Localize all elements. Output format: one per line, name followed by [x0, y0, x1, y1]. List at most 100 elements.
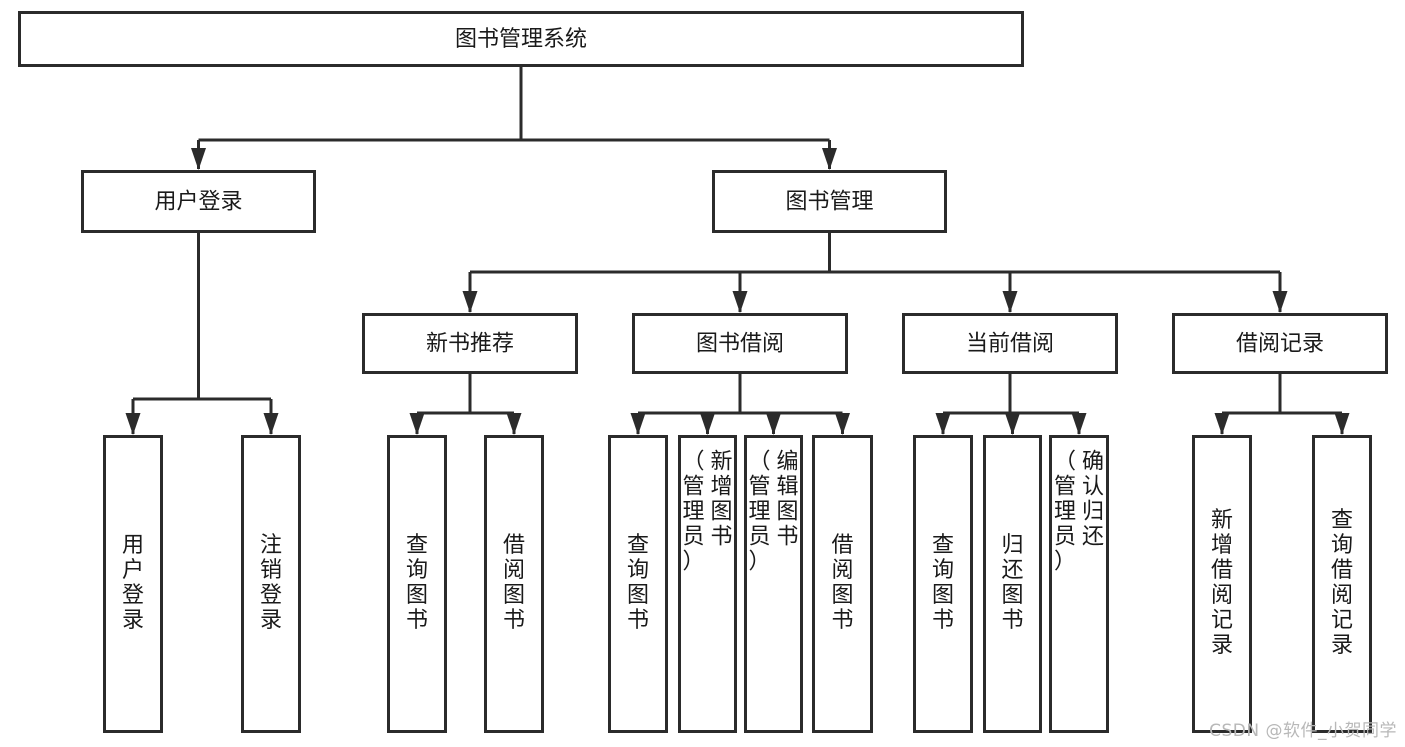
node-label-leaf-add-borrow-record: 记	[1211, 608, 1233, 633]
node-label-leaf-return-book: 图	[1001, 583, 1023, 608]
node-label-leaf-add-book: ）	[682, 550, 704, 575]
node-label-leaf-borrow-book: 阅	[831, 558, 853, 583]
node-label-new-book-recommend: 新书推荐	[426, 332, 514, 357]
node-label-leaf-edit-book: （	[748, 450, 770, 475]
node-label-leaf-logout: 销	[260, 558, 282, 583]
node-current-borrow[interactable]: 当前借阅	[902, 313, 1118, 374]
node-book-management[interactable]: 图书管理	[712, 170, 947, 233]
node-label-leaf-query-book-recommend: 书	[406, 608, 428, 633]
node-label-leaf-query-book-borrow: 书	[627, 608, 649, 633]
edge-arrowhead	[630, 413, 646, 435]
node-label-leaf-add-borrow-record: 新	[1211, 508, 1233, 533]
node-label-leaf-add-book: 书	[710, 525, 732, 550]
node-label-leaf-user-login: 用	[122, 533, 144, 558]
node-box-current-borrow	[902, 313, 1118, 374]
node-new-book-recommend[interactable]: 新书推荐	[362, 313, 578, 374]
edge-arrowhead	[263, 413, 279, 435]
edge-arrowhead	[835, 413, 850, 435]
node-label-leaf-borrow-book: 图	[831, 583, 853, 608]
node-box-leaf-query-borrow-record	[1312, 435, 1372, 733]
node-borrow-record[interactable]: 借阅记录	[1172, 313, 1388, 374]
node-label-leaf-query-book-recommend: 图	[406, 583, 428, 608]
node-box-leaf-query-book-borrow	[608, 435, 668, 733]
node-label-leaf-confirm-return: 还	[1082, 525, 1104, 550]
node-label-leaf-query-borrow-record: 借	[1331, 558, 1353, 583]
node-label-leaf-confirm-return: ）	[1054, 550, 1076, 575]
node-label-leaf-query-borrow-record: 记	[1331, 608, 1353, 633]
node-box-book-management	[712, 170, 947, 233]
node-label-user-login: 用户登录	[154, 190, 242, 215]
node-label-leaf-return-book: 还	[1001, 558, 1023, 583]
node-label-leaf-confirm-return: 理	[1054, 500, 1076, 525]
node-label-leaf-edit-book: ）	[748, 550, 770, 575]
node-label-leaf-add-book: 员	[682, 525, 704, 550]
node-box-root	[18, 11, 1024, 67]
edge-arrowhead	[462, 291, 478, 313]
node-box-leaf-confirm-return	[1049, 435, 1109, 733]
node-label-leaf-add-borrow-record: 借	[1211, 558, 1233, 583]
node-label-leaf-query-book-current: 图	[932, 583, 954, 608]
edge-arrowhead	[1334, 413, 1350, 435]
node-label-leaf-add-book: 管	[682, 475, 704, 500]
edge-arrowhead	[822, 148, 837, 170]
node-root[interactable]: 图书管理系统	[18, 11, 1024, 67]
node-label-leaf-borrow-book-recommend: 阅	[503, 558, 525, 583]
node-label-book-management: 图书管理	[785, 190, 873, 215]
node-label-leaf-return-book: 归	[1001, 533, 1023, 558]
node-box-user-login	[81, 170, 316, 233]
node-label-leaf-borrow-book: 借	[831, 533, 853, 558]
node-label-leaf-confirm-return: 管	[1054, 475, 1076, 500]
node-label-leaf-add-book: 新	[710, 450, 732, 475]
edge-arrowhead	[700, 413, 715, 435]
edge-arrowhead	[1005, 413, 1020, 435]
node-label-leaf-query-book-borrow: 图	[627, 583, 649, 608]
node-label-leaf-add-book: （	[682, 450, 704, 475]
node-label-leaf-query-book-recommend: 查	[406, 533, 428, 558]
node-label-leaf-confirm-return: 确	[1082, 450, 1104, 475]
node-book-borrow[interactable]: 图书借阅	[632, 313, 848, 374]
edge-arrowhead	[1214, 413, 1230, 435]
node-box-leaf-logout	[241, 435, 301, 733]
node-label-current-borrow: 当前借阅	[966, 332, 1054, 357]
node-box-borrow-record	[1172, 313, 1388, 374]
node-box-leaf-query-book-current	[913, 435, 973, 733]
node-box-leaf-return-book	[983, 435, 1042, 733]
node-label-leaf-borrow-book: 书	[831, 608, 853, 633]
edge-arrowhead	[409, 413, 425, 435]
node-label-leaf-edit-book: 辑	[776, 475, 798, 500]
node-label-leaf-query-borrow-record: 询	[1331, 533, 1353, 558]
node-label-leaf-edit-book: 书	[776, 525, 798, 550]
node-label-leaf-user-login: 登	[122, 583, 144, 608]
node-label-leaf-logout: 登	[260, 583, 282, 608]
node-leaf-user-login[interactable]: 用户登录	[103, 435, 163, 733]
node-box-leaf-query-book-recommend	[387, 435, 447, 733]
node-label-leaf-query-book-recommend: 询	[406, 558, 428, 583]
node-label-borrow-record: 借阅记录	[1236, 332, 1324, 357]
edge-arrowhead	[191, 148, 206, 170]
node-label-leaf-add-borrow-record: 增	[1211, 533, 1233, 558]
node-box-leaf-borrow-book-recommend	[484, 435, 544, 733]
node-label-leaf-confirm-return: （	[1054, 450, 1076, 475]
node-box-leaf-edit-book	[744, 435, 803, 733]
node-label-leaf-edit-book: 理	[748, 500, 770, 525]
node-label-leaf-add-borrow-record: 录	[1211, 633, 1233, 658]
node-label-leaf-user-login: 户	[122, 558, 144, 583]
node-label-leaf-query-borrow-record: 查	[1331, 508, 1353, 533]
node-user-login[interactable]: 用户登录	[81, 170, 316, 233]
node-label-leaf-add-book: 理	[682, 500, 704, 525]
nodes-layer: 图书管理系统用户登录图书管理新书推荐图书借阅当前借阅借阅记录用户登录注销登录查询…	[18, 11, 1388, 733]
